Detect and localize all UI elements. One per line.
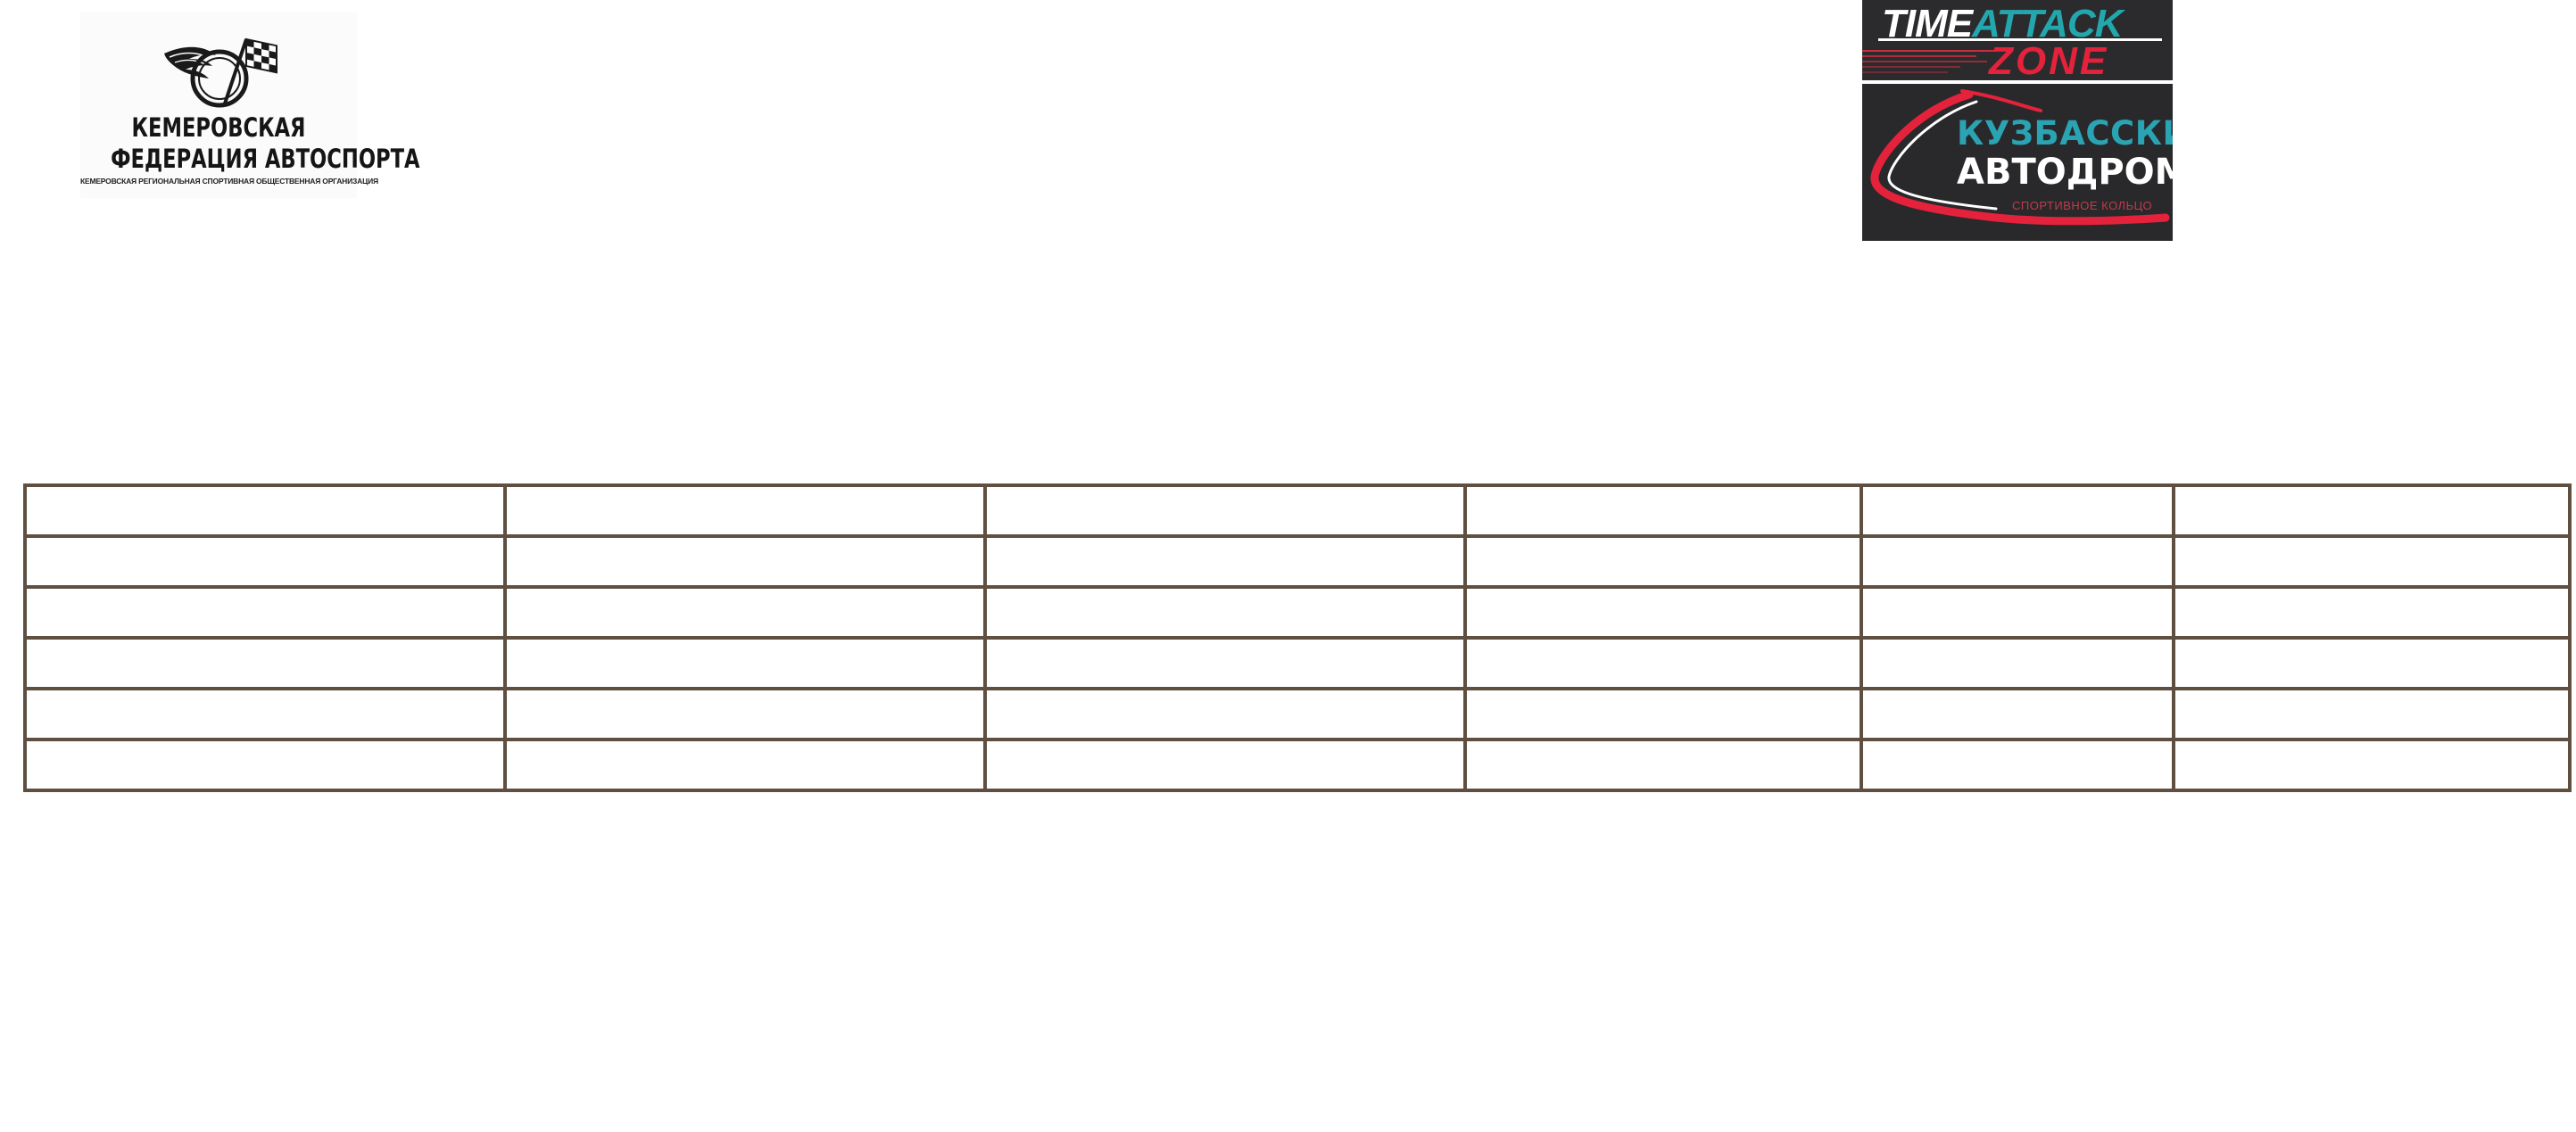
federation-name-line2: ФЕДЕРАЦИЯ АВТОСПОРТА (111, 144, 420, 174)
table-cell (1860, 636, 2175, 690)
federation-subtitle: КЕМЕРОВСКАЯ РЕГИОНАЛЬНАЯ СПОРТИВНАЯ ОБЩЕ… (80, 177, 378, 186)
federation-name-line1: КЕМЕРОВСКАЯ (131, 112, 306, 143)
autodrom-name-line1: КУЗБАССКИЙ (1957, 114, 2173, 153)
table-cell (1463, 534, 1863, 589)
table-cell (1860, 585, 2175, 640)
zone-word: ZONE (1989, 39, 2109, 80)
table-cell (1860, 534, 2175, 589)
table-cell (2172, 585, 2572, 640)
table-cell (2172, 738, 2572, 792)
table-cell (2172, 636, 2572, 690)
federation-logo: КЕМЕРОВСКАЯ ФЕДЕРАЦИЯ АВТОСПОРТА КЕМЕРОВ… (80, 12, 420, 198)
logo-divider (1878, 38, 2162, 41)
table-cell (503, 534, 987, 589)
time-attack-zone-logo: TIMEATTACK ZONE (1862, 0, 2173, 80)
table-row (23, 636, 2572, 690)
table-cell (1463, 585, 1863, 640)
autodrom-name-line2: АВТОДРОМ (1957, 152, 2173, 193)
table-cell (2172, 687, 2572, 741)
autodrom-subtitle: СПОРТИВНОЕ КОЛЬЦО (2012, 199, 2153, 212)
table-row (23, 738, 2572, 792)
table-cell (23, 636, 507, 690)
table-cell (23, 738, 507, 792)
time-attack-title: TIMEATTACK (1882, 2, 2123, 46)
table-cell (23, 687, 507, 741)
table-cell (1860, 687, 2175, 741)
table-cell (983, 738, 1467, 792)
table-cell (1463, 483, 1863, 538)
table-row (23, 585, 2572, 640)
table-cell (983, 636, 1467, 690)
results-table-body (23, 483, 2572, 792)
table-cell (2172, 534, 2572, 589)
table-cell (503, 483, 987, 538)
table-cell (1860, 738, 2175, 792)
winged-wheel-checkered-flag-icon (164, 37, 277, 108)
table-cell (503, 636, 987, 690)
table-cell (503, 738, 987, 792)
table-cell (503, 585, 987, 640)
table-cell (23, 534, 507, 589)
table-cell (23, 585, 507, 640)
table-cell (1463, 636, 1863, 690)
time-word: TIME (1882, 2, 1973, 45)
table-cell (1860, 483, 2175, 538)
results-table (23, 483, 2572, 792)
table-cell (983, 687, 1467, 741)
table-cell (983, 585, 1467, 640)
kuzbass-autodrom-logo: КУЗБАССКИЙ АВТОДРОМ СПОРТИВНОЕ КОЛЬЦО (1862, 84, 2173, 241)
table-cell (503, 687, 987, 741)
table-row (23, 534, 2572, 589)
race-track-swoosh-icon (1870, 89, 2170, 226)
table-cell (2172, 483, 2572, 538)
table-row (23, 483, 2572, 538)
table-cell (23, 483, 507, 538)
attack-word: ATTACK (1972, 2, 2123, 45)
table-cell (1463, 687, 1863, 741)
table-row (23, 687, 2572, 741)
table-cell (983, 483, 1467, 538)
table-cell (983, 534, 1467, 589)
table-cell (1463, 738, 1863, 792)
